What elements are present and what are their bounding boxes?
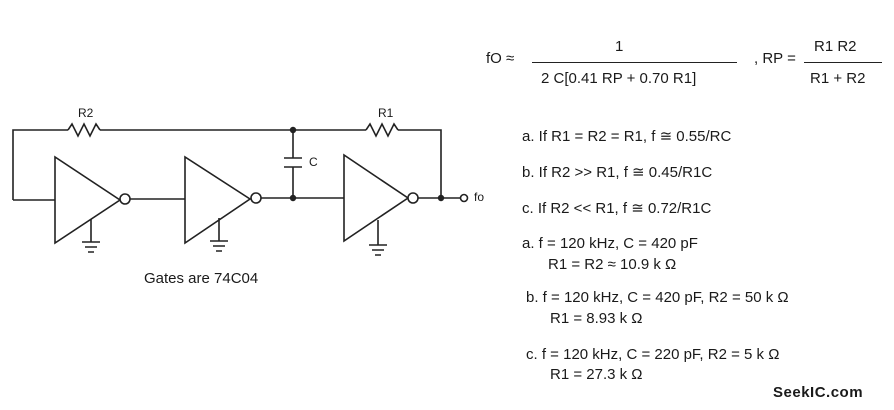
example-b-line1: b. f = 120 kHz, C = 420 pF, R2 = 50 k Ω	[526, 289, 789, 306]
example-c-line2: R1 = 27.3 k Ω	[550, 366, 643, 383]
watermark-text: SeekIC.com	[773, 384, 864, 401]
inverter-2	[184, 155, 252, 245]
rp-numerator: R1 R2	[814, 38, 857, 55]
watermark: SeekIC.com	[773, 384, 863, 401]
resistor-r2	[67, 122, 101, 138]
example-a-line1: a. f = 120 kHz, C = 420 pF	[522, 235, 698, 252]
resistor-r1	[365, 122, 399, 138]
rp-lhs: , RP =	[754, 50, 796, 67]
example-b-line2: R1 = 8.93 k Ω	[550, 310, 643, 327]
example-c-line1: c. f = 120 kHz, C = 220 pF, R2 = 5 k Ω	[526, 346, 780, 363]
r1-label: R1	[378, 106, 394, 120]
rp-fraction-bar	[804, 62, 882, 64]
output-label: fo	[474, 190, 485, 204]
example-a-line2: R1 = R2 ≈ 10.9 k Ω	[548, 256, 677, 273]
formula-fraction-bar	[532, 62, 737, 64]
formula-denominator: 2 C[0.41 RP + 0.70 R1]	[541, 70, 697, 87]
ground-1	[82, 241, 100, 253]
ground-3	[369, 244, 387, 256]
case-a: a. If R1 = R2 = R1, f ≅ 0.55/RC	[522, 128, 732, 145]
formula-lhs: fO ≈	[486, 50, 515, 67]
rp-denominator: R1 + R2	[810, 70, 866, 87]
capacitor-label: C	[309, 155, 318, 169]
inverter-1	[54, 155, 122, 245]
case-b: b. If R2 >> R1, f ≅ 0.45/R1C	[522, 164, 713, 181]
gates-caption: Gates are 74C04	[144, 270, 259, 287]
formula-numerator: 1	[615, 38, 624, 55]
case-c: c. If R2 << R1, f ≅ 0.72/R1C	[522, 200, 712, 217]
ground-2	[210, 240, 228, 252]
inverter-3	[343, 153, 410, 243]
r2-label: R2	[78, 106, 94, 120]
